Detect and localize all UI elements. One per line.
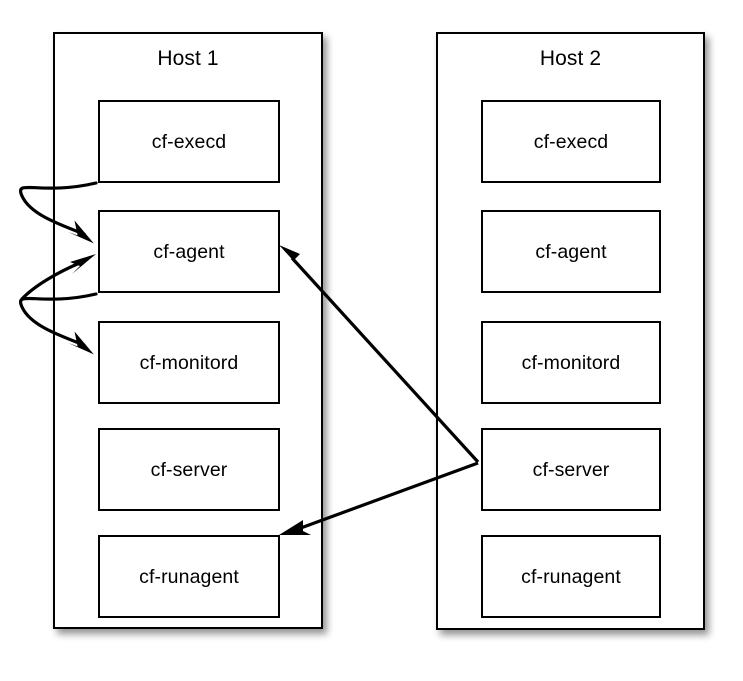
component-box-host1-cf-execd[interactable]: cf-execd — [98, 100, 280, 183]
component-label: cf-runagent — [139, 565, 239, 588]
host-box-host1: Host 1 cf-execd cf-agent cf-monitord cf-… — [53, 32, 323, 629]
host-box-host2: Host 2 cf-execd cf-agent cf-monitord cf-… — [436, 32, 705, 630]
component-box-host2-cf-server[interactable]: cf-server — [481, 428, 661, 511]
component-box-host2-cf-runagent[interactable]: cf-runagent — [481, 535, 661, 618]
component-label: cf-execd — [533, 130, 609, 153]
component-label: cf-execd — [151, 130, 227, 153]
component-box-host1-cf-runagent[interactable]: cf-runagent — [98, 535, 280, 618]
component-list-host2: cf-execd cf-agent cf-monitord cf-server … — [438, 34, 703, 628]
component-box-host2-cf-agent[interactable]: cf-agent — [481, 210, 661, 293]
component-box-host2-cf-monitord[interactable]: cf-monitord — [481, 321, 661, 404]
host-title-host2: Host 2 — [539, 47, 602, 70]
component-box-host2-cf-execd[interactable]: cf-execd — [481, 100, 661, 183]
component-label: cf-server — [150, 458, 228, 481]
component-list-host1: cf-execd cf-agent cf-monitord cf-server … — [55, 34, 321, 627]
component-box-host1-cf-monitord[interactable]: cf-monitord — [98, 321, 280, 404]
component-label: cf-agent — [153, 240, 225, 263]
component-label: cf-server — [532, 458, 610, 481]
component-label: cf-agent — [535, 240, 607, 263]
component-box-host1-cf-agent[interactable]: cf-agent — [98, 210, 280, 293]
component-box-host1-cf-server[interactable]: cf-server — [98, 428, 280, 511]
component-label: cf-monitord — [521, 351, 621, 374]
component-label: cf-monitord — [139, 351, 239, 374]
component-label: cf-runagent — [521, 565, 621, 588]
host-title-host1: Host 1 — [157, 47, 219, 70]
